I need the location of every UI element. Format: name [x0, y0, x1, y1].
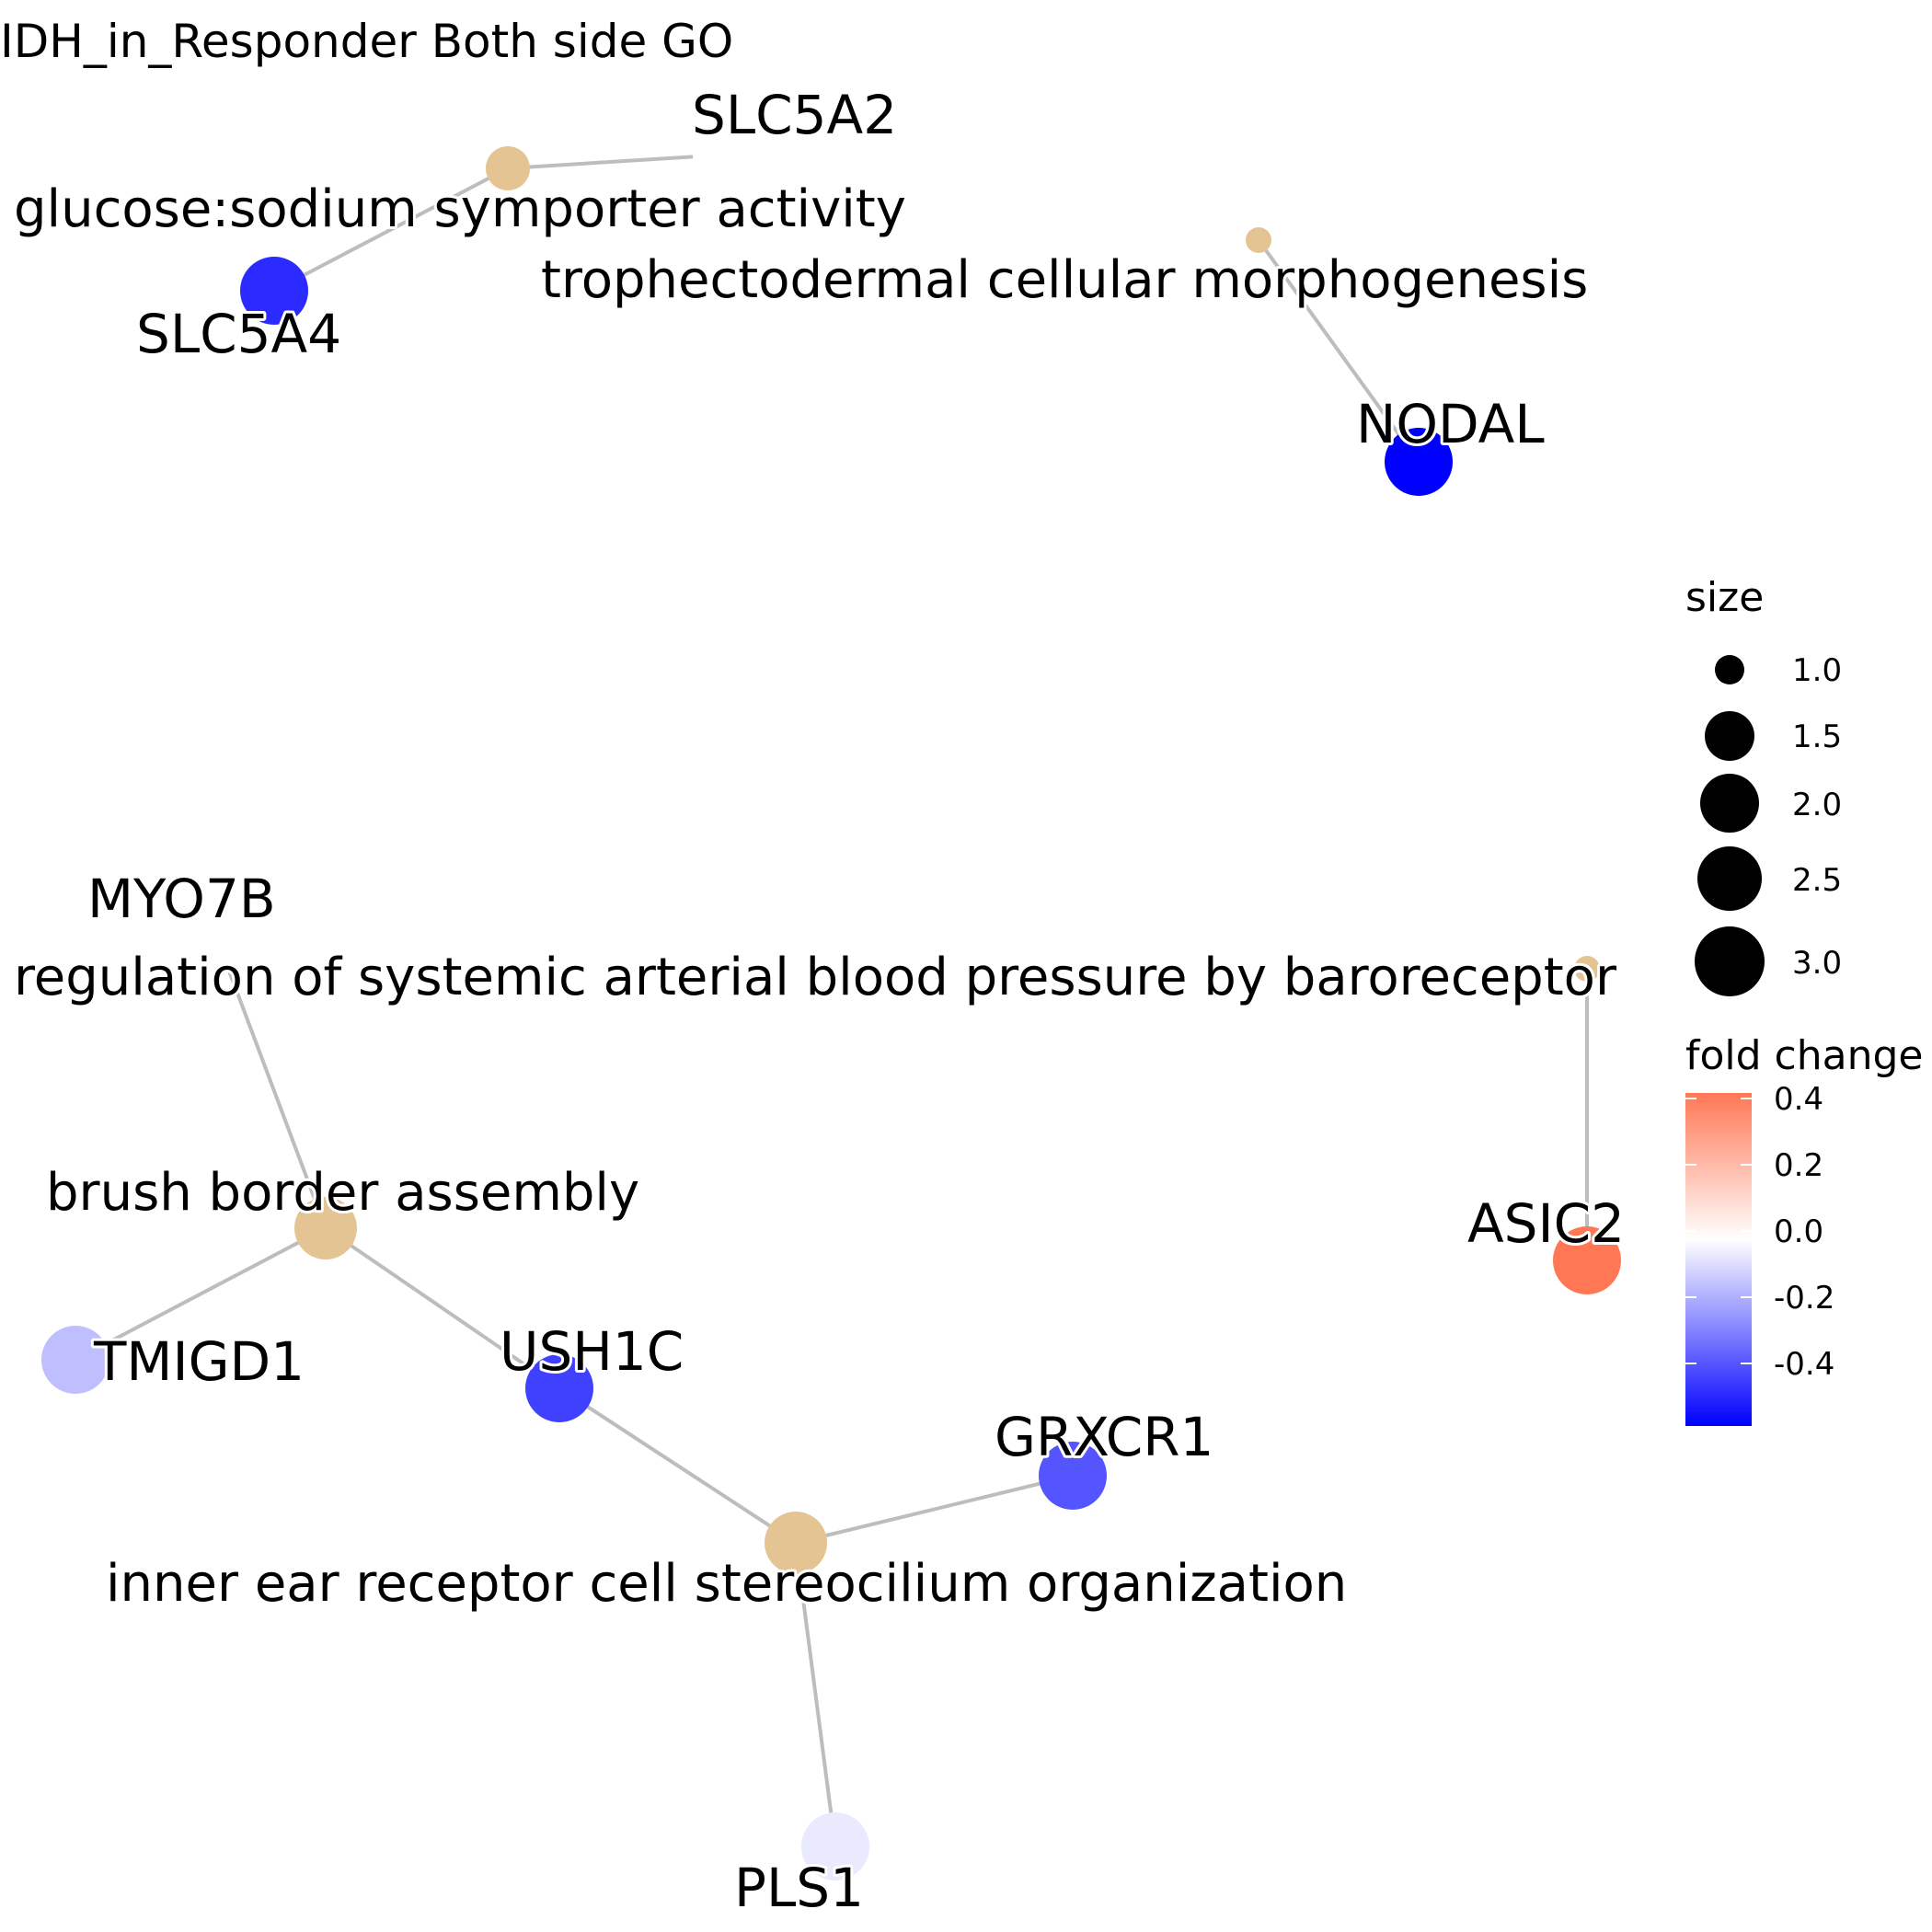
- size-key-label-1: 1.0: [1792, 652, 1842, 689]
- size-key-label-2: 1.5: [1792, 719, 1842, 755]
- gene-node-slc5a2[interactable]: [693, 121, 761, 189]
- size-legend-title: size: [1685, 574, 1764, 621]
- gene-node-asic2[interactable]: [1553, 1226, 1621, 1294]
- gene-label-asic2: ASIC2: [1467, 1192, 1625, 1255]
- edge-c1-g1: [507, 153, 728, 170]
- label-layer: glucose:sodium symporter activity trophec…: [11, 81, 1627, 1922]
- gene-label-ush1c: USH1C: [500, 1320, 684, 1383]
- size-key-1: [1715, 655, 1744, 684]
- edge-c5-g7: [558, 1386, 798, 1545]
- category-node-3[interactable]: [1574, 956, 1600, 982]
- size-key-2: [1705, 711, 1754, 761]
- gene-node-ush1c[interactable]: [525, 1354, 593, 1422]
- edge-c4-g7: [324, 1226, 561, 1390]
- gene-node-grxcr1[interactable]: [1039, 1442, 1107, 1510]
- gene-label-pls1: PLS1: [734, 1857, 864, 1919]
- size-key-4: [1697, 846, 1762, 911]
- size-key-3: [1700, 774, 1759, 833]
- gene-label-slc5a2: SLC5A2: [692, 84, 897, 146]
- edge-c4-g6: [75, 1226, 327, 1362]
- gene-node-myo7b[interactable]: [182, 903, 250, 971]
- gene-node-pls1[interactable]: [801, 1812, 869, 1880]
- edge-c1-g2: [273, 167, 509, 293]
- gene-node-slc5a4[interactable]: [240, 257, 308, 325]
- gene-node-nodal[interactable]: [1385, 428, 1453, 496]
- fold-tick-2: 0.2: [1774, 1147, 1823, 1184]
- gene-label-slc5a4: SLC5A4: [136, 303, 341, 365]
- size-key-5: [1695, 926, 1765, 996]
- gene-label-grxcr1: GRXCR1: [995, 1406, 1213, 1468]
- size-legend: size 1.0 1.5 2.0 2.5 3.0: [1685, 574, 1842, 996]
- edge-c5-g8: [795, 1474, 1074, 1545]
- category-label-3: regulation of systemic arterial blood pr…: [14, 948, 1617, 1007]
- edge-c5-g9: [794, 1542, 837, 1847]
- plot-title: IDH_in_Responder Both side GO: [0, 15, 733, 68]
- category-label-2: trophectodermal cellular morphogenesis: [541, 250, 1588, 310]
- fold-tick-4: -0.2: [1774, 1280, 1834, 1317]
- node-layer: [41, 121, 1621, 1880]
- gene-label-myo7b: MYO7B: [87, 868, 276, 930]
- category-node-5[interactable]: [765, 1512, 827, 1574]
- fold-tick-1: 0.4: [1774, 1081, 1823, 1118]
- fold-tick-5: -0.4: [1774, 1346, 1834, 1383]
- fold-colorbar: [1685, 1093, 1752, 1426]
- gene-label-tmigd1: TMIGD1: [93, 1330, 305, 1393]
- fold-tick-3: 0.0: [1774, 1213, 1823, 1250]
- edge-c4-g5: [214, 936, 328, 1229]
- size-key-label-4: 2.5: [1792, 862, 1842, 899]
- category-node-1[interactable]: [486, 146, 530, 190]
- category-node-4[interactable]: [294, 1197, 357, 1259]
- size-key-label-5: 3.0: [1792, 945, 1842, 982]
- category-node-2[interactable]: [1246, 227, 1271, 253]
- size-key-label-3: 2.0: [1792, 787, 1842, 823]
- category-label-1: glucose:sodium symporter activity: [14, 179, 906, 239]
- category-label-4: brush border assembly: [46, 1163, 639, 1223]
- gene-node-tmigd1[interactable]: [41, 1326, 109, 1394]
- category-label-5: inner ear receptor cell stereocilium org…: [106, 1554, 1347, 1614]
- edge-layer: [75, 153, 1589, 1847]
- fold-change-legend: fold change 0.4 0.2 0.0 -0.2 -0.4: [1685, 1032, 1923, 1426]
- gene-label-nodal: NODAL: [1356, 393, 1545, 455]
- fold-legend-title: fold change: [1685, 1032, 1923, 1079]
- edge-c2-g3: [1257, 238, 1420, 464]
